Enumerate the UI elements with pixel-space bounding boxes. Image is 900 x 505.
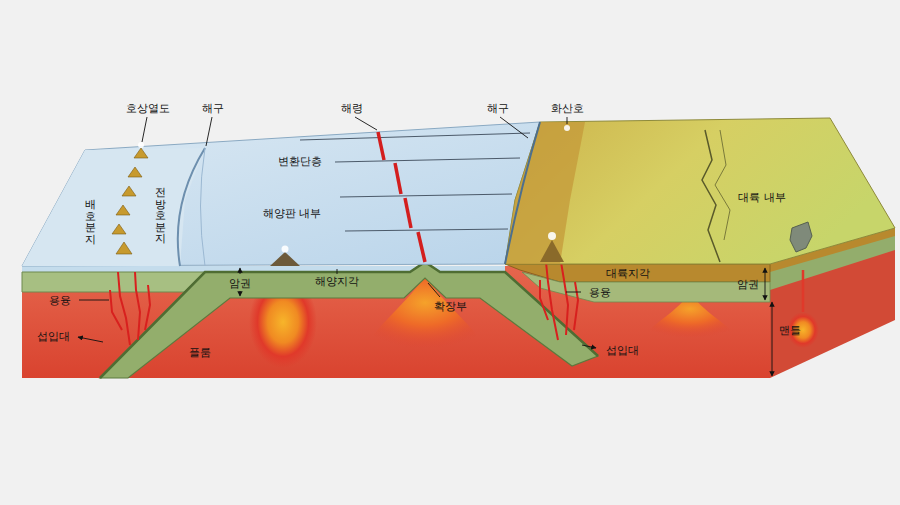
lithosphere [22,248,770,378]
feature-label: 해구 [202,102,224,115]
surface [22,118,895,266]
layer-label: 해양지각 [315,275,359,288]
feature-label: 대륙 내부 [738,191,785,204]
process-label: 용융 [589,286,611,299]
layer-label: 맨틀 [779,324,801,337]
process-label: 섭입대 [606,344,639,357]
layer-label: 암권 [229,277,251,290]
feature-label: 호상열도 [126,102,170,115]
process-label: 플룸 [189,346,211,359]
leader-lines [78,117,772,376]
layer-label: 암권 [737,278,759,291]
feature-label: 해구 [487,102,509,115]
process-label: 용융 [49,294,71,307]
process-label: 섭입대 [37,330,70,343]
melt-dikes [110,256,578,345]
feature-label: 변환단층 [278,155,322,168]
feature-label: 배호분지 [85,199,96,245]
feature-label: 해령 [341,102,363,115]
feature-label: 화산호 [551,102,584,115]
feature-label: 해양판 내부 [263,207,321,220]
layer-label: 대륙지각 [606,267,650,280]
feature-label: 전방호분지 [155,187,166,245]
process-label: 확장부 [434,300,467,313]
